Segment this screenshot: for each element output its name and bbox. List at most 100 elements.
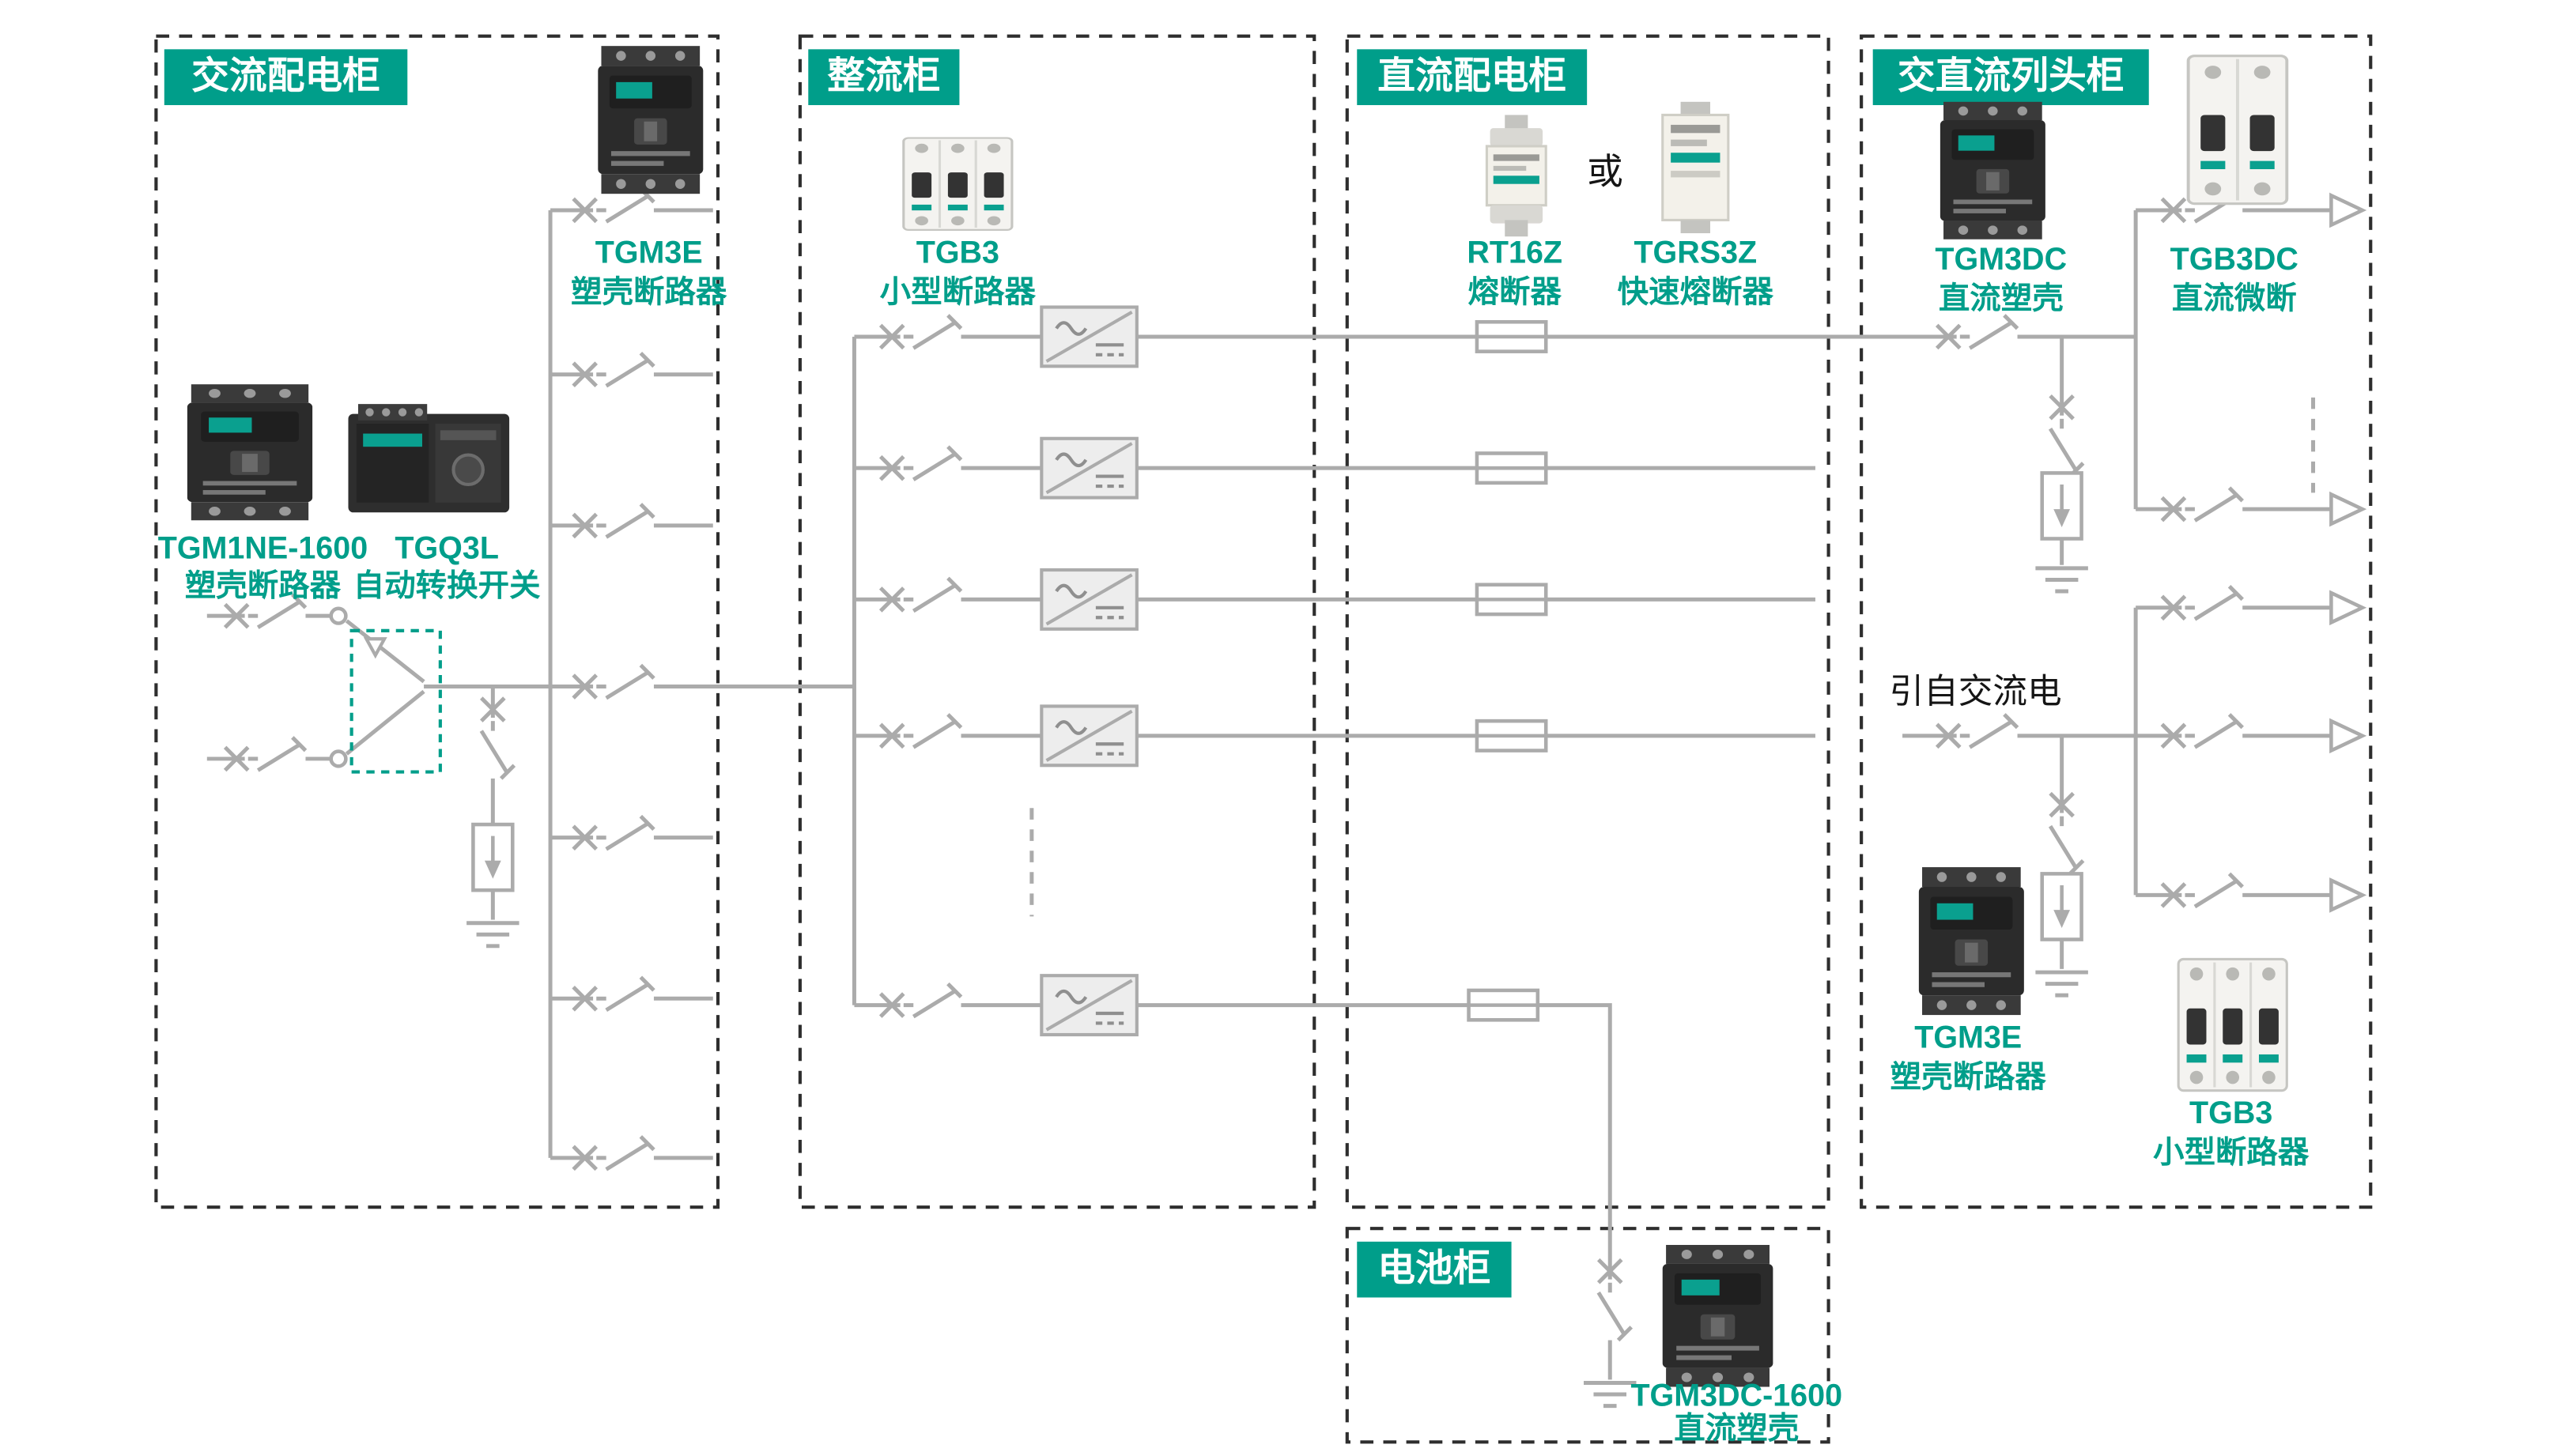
cabinet-border — [154, 34, 720, 1209]
cabinet-title-badge — [164, 49, 408, 105]
breaker-symbol — [881, 715, 961, 748]
from-ac-note: 引自交流电 — [1889, 673, 2061, 711]
product-image-tgq3l — [348, 404, 509, 512]
ac-cabinet-wiring — [206, 189, 855, 1170]
fuse-symbol — [1477, 721, 1546, 750]
or-text: 或 — [1587, 152, 1623, 192]
product-name: 直流微断 — [2172, 281, 2297, 316]
breaker-symbol — [573, 666, 654, 699]
fuse-symbol — [1469, 990, 1538, 1020]
product-model: RT16Z — [1467, 235, 1562, 270]
product-name: 直流塑壳 — [1939, 281, 2064, 316]
product-model: TGM3DC — [1935, 242, 2067, 277]
breaker-symbol — [2162, 715, 2242, 748]
breaker-symbol — [2050, 396, 2083, 477]
product-name: 直流塑壳 — [1674, 1411, 1799, 1446]
fuse-symbol — [1477, 453, 1546, 482]
cabinet-border — [798, 34, 1316, 1209]
cabinet-title-badge — [808, 49, 960, 105]
cabinet-ac-distribution: 交流配电柜 — [154, 34, 720, 1209]
product-model: TGM1NE-1600 — [158, 530, 368, 565]
cabinet-border — [1860, 34, 2373, 1209]
contact-icon — [329, 606, 348, 625]
product-model: TGB3 — [916, 235, 999, 270]
ats-blade-marker — [363, 637, 387, 659]
load-arrow-icon — [2331, 881, 2362, 910]
load-arrow-icon — [2331, 494, 2362, 523]
product-image-tgm3dc-1600 — [1662, 1244, 1773, 1387]
product-model: TGQ3L — [395, 530, 499, 565]
product-name: 熔断器 — [1468, 274, 1562, 309]
surge-arrester-icon — [473, 824, 512, 890]
cabinet-rowhead: 交直流列头柜 — [1860, 34, 2373, 1209]
cabinet-border — [1345, 1227, 1830, 1444]
fuse-symbol — [1477, 585, 1546, 614]
cabinet-title: 交直流列头柜 — [1898, 55, 2125, 97]
product-model: TGB3 — [2189, 1096, 2272, 1130]
breaker-symbol — [573, 817, 654, 850]
rectifier-module-icon — [1041, 570, 1137, 629]
product-image-tgb3-rowhead — [2177, 957, 2288, 1092]
rectifier-module-icon — [1041, 439, 1137, 498]
cabinet-dc-distribution: 直流配电柜 — [1345, 34, 1830, 1209]
cabinet-rectifier: 整流柜 — [798, 34, 1316, 1209]
cabinet-title: 直流配电柜 — [1377, 55, 1566, 97]
product-name: 自动转换开关 — [353, 568, 541, 603]
product-model: TGRS3Z — [1634, 235, 1757, 270]
load-arrow-icon — [2331, 721, 2362, 750]
cabinet-battery: 电池柜 — [1345, 1227, 1830, 1444]
product-image-tgb3 — [902, 136, 1014, 232]
product-image-tgm3e-rowhead — [1918, 867, 2024, 1016]
cabinet-border — [1345, 34, 1830, 1209]
product-image-rt16z — [1485, 113, 1547, 238]
cabinet-title: 交流配电柜 — [191, 55, 380, 97]
cabinet-title-badge — [1357, 1241, 1512, 1298]
breaker-symbol — [881, 578, 961, 611]
product-name: 塑壳断路器 — [1890, 1060, 2047, 1095]
ground-icon — [466, 923, 519, 946]
rectifier-module-icon — [1041, 975, 1137, 1035]
product-name: 小型断路器 — [2153, 1135, 2310, 1170]
breaker-symbol — [1599, 1260, 1632, 1341]
rowhead-cabinet-wiring: 引自交流电 — [1889, 189, 2362, 995]
surge-arrester-icon — [2042, 473, 2082, 538]
product-name: 塑壳断路器 — [185, 568, 342, 603]
load-arrow-icon — [2331, 593, 2362, 622]
breaker-symbol — [482, 698, 515, 779]
product-labels: TGM3E 塑壳断路器 TGM1NE-1600 塑壳断路器 TGQ3L 自动转换… — [158, 152, 2310, 1446]
ground-icon — [2035, 568, 2087, 591]
cabinet-title: 整流柜 — [827, 55, 940, 97]
product-model: TGM3DC-1600 — [1630, 1379, 1842, 1413]
breaker-symbol — [573, 977, 654, 1010]
product-name: 快速熔断器 — [1618, 274, 1774, 309]
breaker-symbol — [881, 447, 961, 480]
rectifier-module-icon — [1041, 307, 1137, 367]
cabinet-title: 电池柜 — [1377, 1248, 1490, 1290]
breaker-symbol — [573, 1137, 654, 1170]
contact-icon — [329, 749, 348, 768]
battery-feed-wire — [854, 1003, 1612, 1380]
battery-terminal-icon — [1584, 1383, 1636, 1406]
product-name: 小型断路器 — [880, 274, 1037, 309]
product-image-tgm3e — [598, 46, 704, 194]
breaker-symbol — [2162, 873, 2242, 907]
product-model: TGM3E — [1914, 1020, 2022, 1055]
breaker-symbol — [2050, 794, 2083, 874]
rectifier-module-icon — [1041, 706, 1137, 765]
cabinet-title-badge — [1357, 49, 1588, 105]
breaker-symbol — [573, 504, 654, 538]
product-image-tgm1ne-1600 — [187, 384, 313, 521]
ground-icon — [2035, 972, 2087, 995]
fuse-symbol — [1477, 322, 1546, 351]
product-image-tgm3dc — [1940, 101, 2045, 240]
breaker-symbol — [2162, 587, 2242, 620]
product-name: 塑壳断路器 — [571, 274, 727, 309]
product-model: TGB3DC — [2170, 242, 2298, 277]
breaker-symbol — [881, 984, 961, 1017]
breaker-symbol — [573, 353, 654, 387]
breaker-symbol — [2162, 488, 2242, 521]
load-arrow-icon — [2331, 195, 2362, 224]
cabinet-title-badge — [1872, 49, 2149, 105]
